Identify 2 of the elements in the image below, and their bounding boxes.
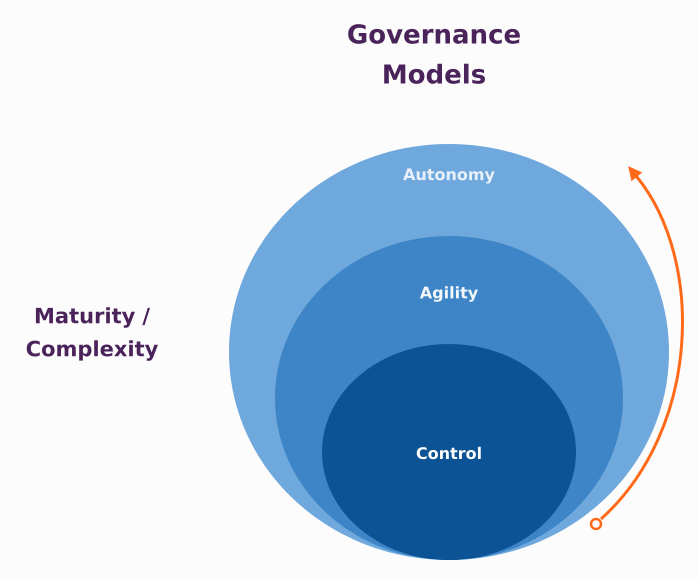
axis-label: Maturity / Complexity bbox=[26, 307, 158, 361]
title: Governance Models bbox=[348, 24, 520, 84]
